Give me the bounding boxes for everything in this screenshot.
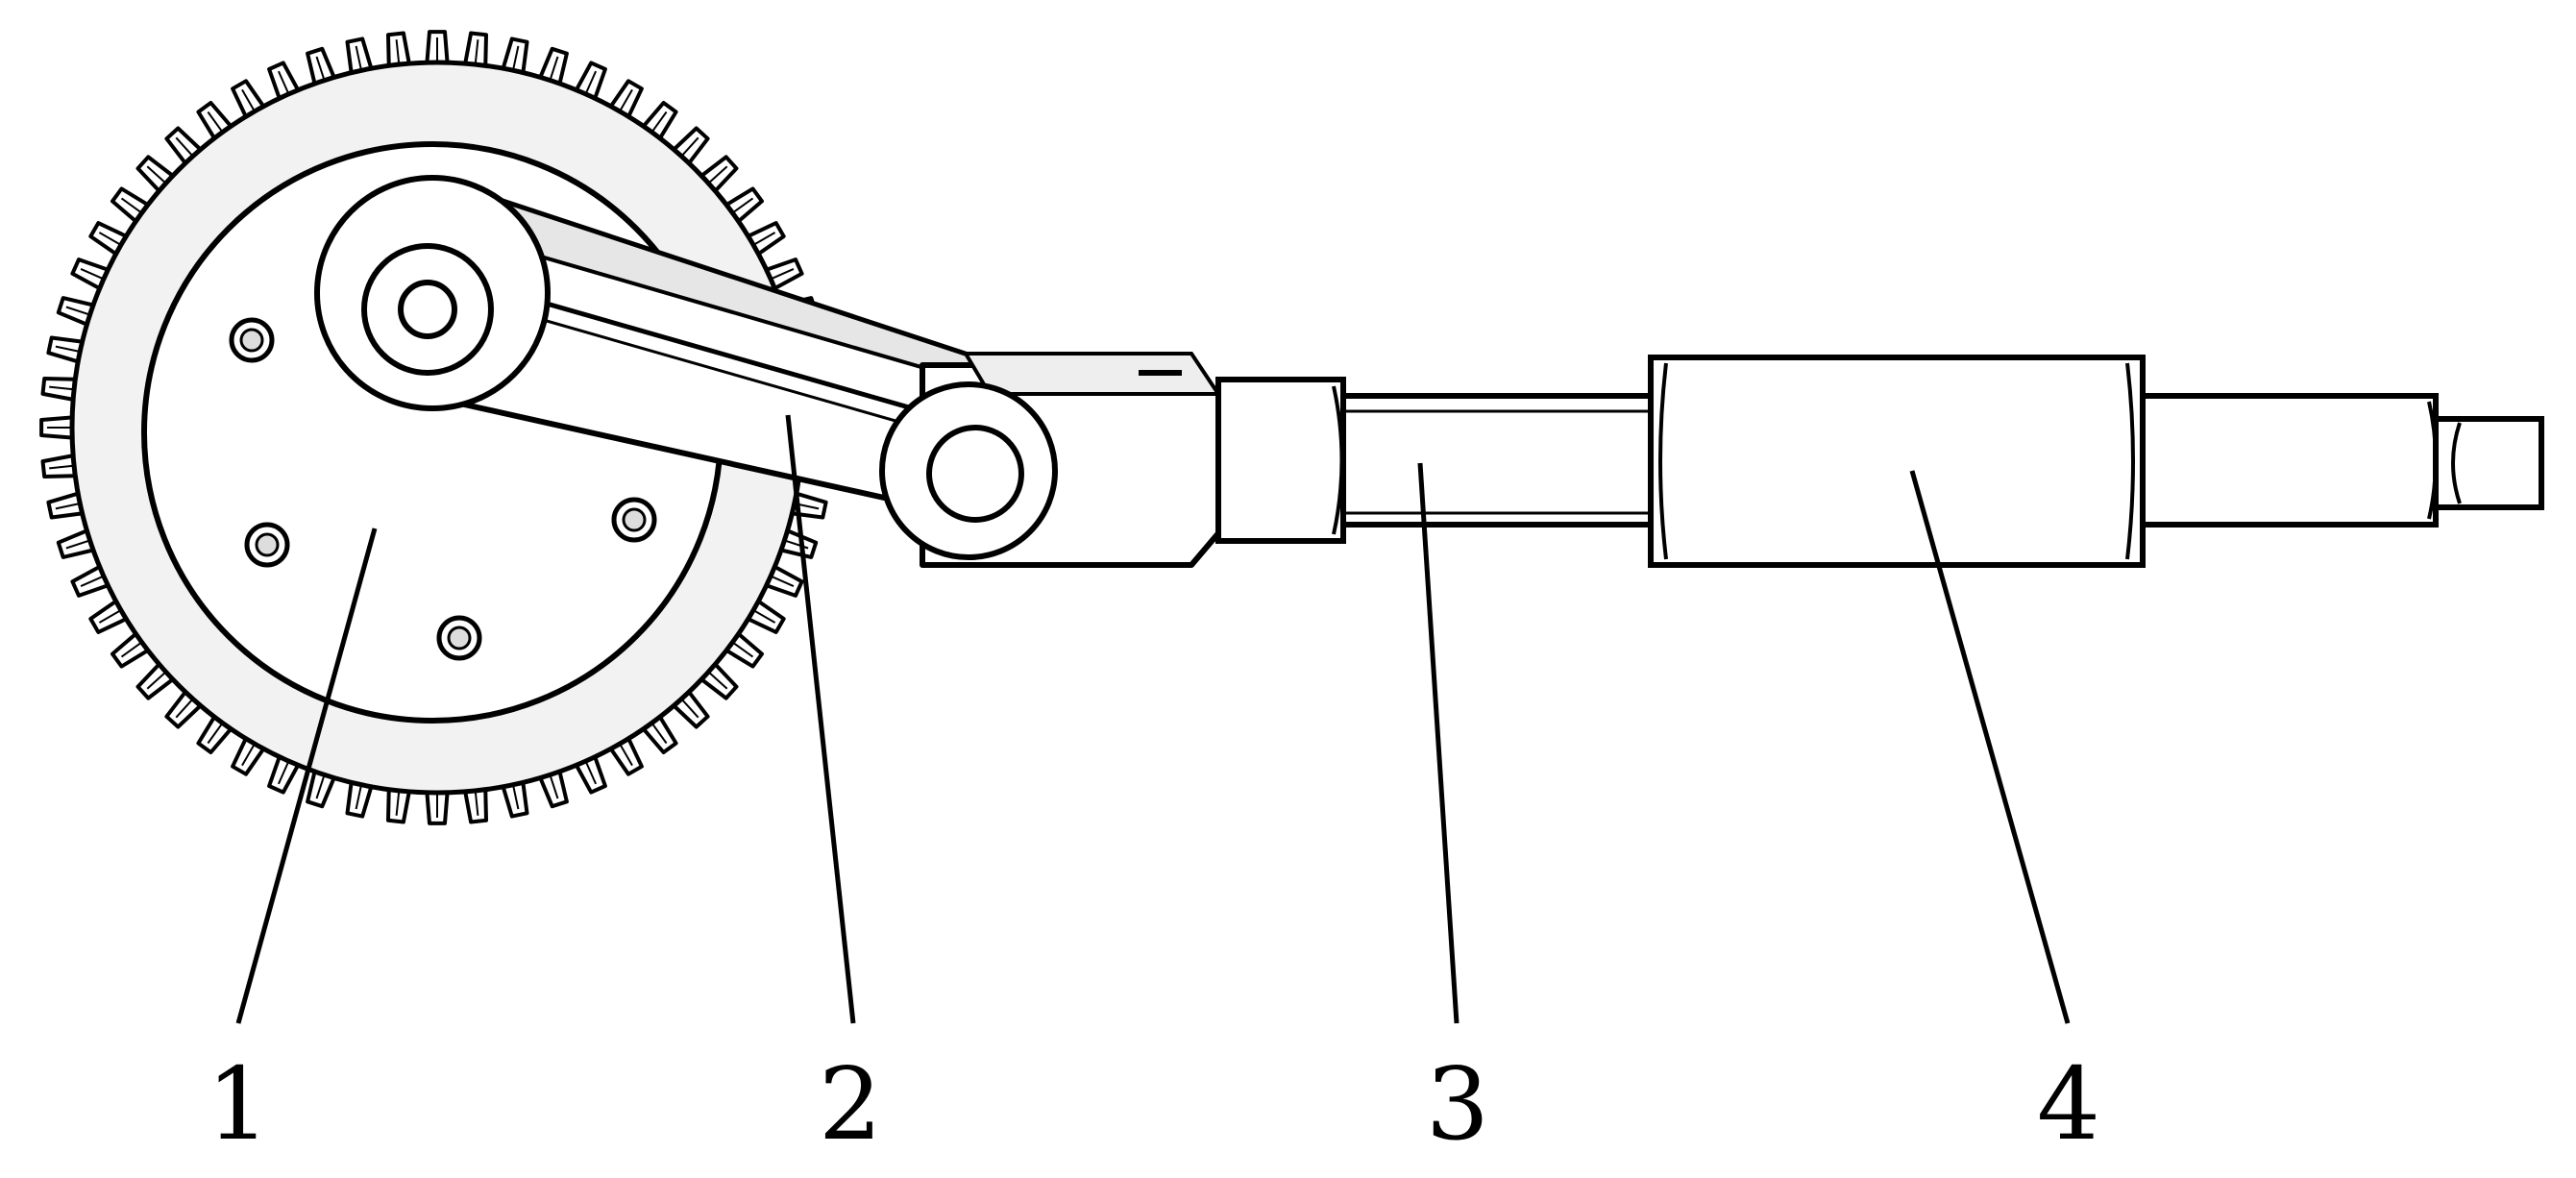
link-groove [532,315,923,430]
part-label-4: 4 [2037,1045,2100,1163]
sleeve [1648,355,2146,568]
shaft-collar [1215,377,1346,544]
yoke-pivot-pin [926,425,1024,523]
shaft-main [1340,393,1654,528]
leader-line-3 [1417,462,1460,1024]
link-groove [532,297,923,414]
bolt-hole [239,328,264,353]
shaft [1215,377,2544,544]
crank-pivot-pin [398,280,457,339]
leader-line-2 [785,414,856,1024]
part-labels: 1 2 3 4 [207,1045,2100,1163]
shaft-end [2140,393,2439,528]
shaft-tip [2433,416,2544,510]
leader-line-1 [235,528,378,1024]
sleeve-left-edge [1658,362,1668,560]
sleeve-right-edge [2125,362,2135,560]
part-label-3: 3 [1426,1045,1489,1163]
bolt-hole [255,532,280,557]
bolt-hole [622,507,647,532]
shaft-tip-edge [2451,422,2462,504]
crank-link [314,175,1222,568]
gear-bolt-holes [229,317,657,661]
leader-line-4 [1909,470,2071,1024]
part-label-2: 2 [819,1045,882,1163]
part-label-1: 1 [207,1045,270,1163]
leader-lines [235,414,2071,1024]
sleeve-body [1648,355,2146,568]
bolt-hole [447,626,472,650]
